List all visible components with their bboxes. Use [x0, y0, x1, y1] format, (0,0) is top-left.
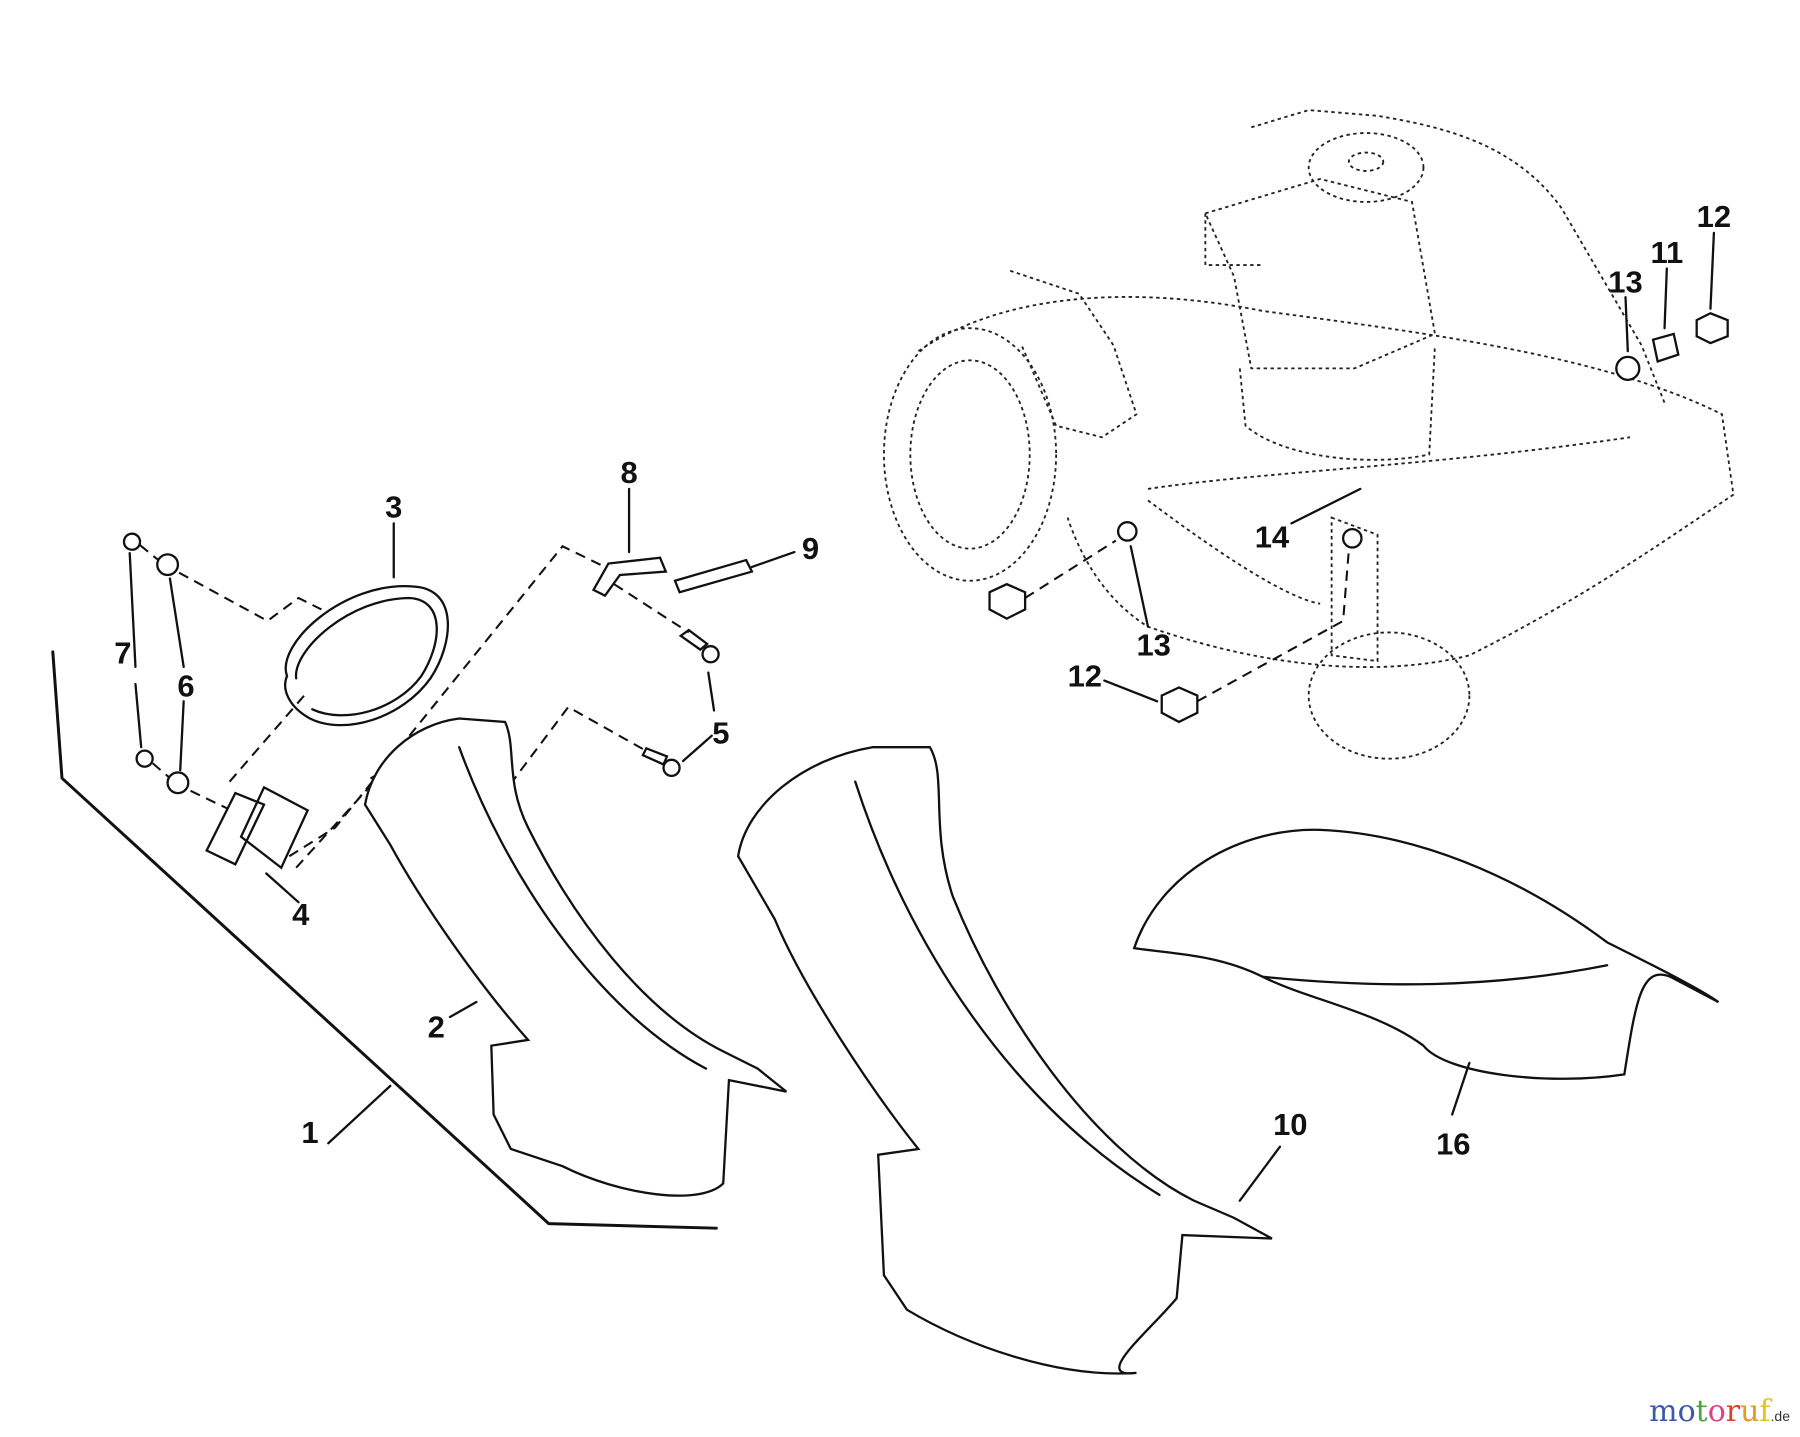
mower-outline	[883, 109, 1735, 760]
watermark-letter: f	[1759, 1394, 1771, 1429]
chute-2-inner	[458, 746, 708, 1070]
callout-12-upper: 12	[1697, 199, 1731, 234]
leader-13-upper	[1624, 296, 1629, 353]
callout-8: 8	[620, 455, 637, 490]
watermark-letter: o	[1677, 1394, 1696, 1429]
callout-11: 11	[1650, 235, 1683, 270]
leader-10	[1238, 1145, 1282, 1202]
callout-1: 1	[301, 1115, 318, 1150]
watermark-letter: u	[1740, 1394, 1760, 1429]
callout-13-lower: 13	[1136, 627, 1170, 662]
assembly-bracket-line	[51, 650, 718, 1230]
bolt-part-5-bottom	[641, 746, 669, 766]
nut-7-bottom	[135, 749, 154, 768]
leader-6	[168, 577, 185, 772]
nut-7-top	[122, 532, 142, 551]
hinge-part-4	[205, 785, 310, 870]
watermark-letter: m	[1649, 1394, 1678, 1429]
callout-3: 3	[385, 490, 402, 525]
leader-1	[327, 1084, 392, 1145]
callout-12-lower: 12	[1068, 658, 1102, 693]
nut-left	[988, 582, 1027, 620]
callout-9: 9	[802, 531, 819, 566]
washer-6-top	[156, 553, 180, 577]
watermark-letter: t	[1695, 1394, 1708, 1429]
nut-12-upper	[1695, 312, 1729, 345]
watermark-text: motoruf	[1649, 1394, 1770, 1429]
callout-13-upper: 13	[1608, 265, 1642, 300]
pin-part-9	[673, 558, 754, 594]
bolt-right	[1341, 527, 1363, 549]
leader-13-lower	[1129, 545, 1150, 628]
leader-9	[750, 550, 796, 569]
watermark-letter: r	[1725, 1394, 1741, 1429]
bolt-part-5-top	[678, 628, 709, 652]
chute-10-inner	[854, 780, 1161, 1197]
callout-2: 2	[428, 1010, 445, 1045]
callout-6: 6	[177, 669, 194, 704]
bolt-head-5-bottom	[662, 758, 681, 778]
watermark-suffix: .de	[1770, 1408, 1790, 1424]
leader-7	[128, 552, 143, 749]
assembly-line-hinge	[228, 545, 661, 869]
leader-5	[681, 671, 716, 763]
watermark-letter: o	[1707, 1394, 1726, 1429]
washer-13-upper	[1615, 355, 1641, 382]
nut-12-lower	[1160, 686, 1199, 724]
spacer-11	[1651, 332, 1680, 363]
leader-16	[1451, 1061, 1471, 1116]
assembly-line-nut-left	[1024, 539, 1117, 599]
deflector-fold	[1261, 964, 1609, 986]
callout-5: 5	[712, 716, 729, 751]
callout-4: 4	[292, 897, 310, 932]
deflector-part-16	[1132, 828, 1720, 1080]
callout-7: 7	[114, 635, 131, 670]
leader-14	[1290, 487, 1362, 525]
leader-2	[448, 1000, 478, 1019]
watermark-logo: motoruf.de	[1649, 1394, 1790, 1429]
ring-inner	[295, 596, 438, 717]
callout-16: 16	[1436, 1127, 1470, 1162]
callout-14: 14	[1255, 519, 1290, 554]
leader-11	[1663, 267, 1668, 330]
bolt-13-left	[1116, 521, 1138, 542]
assembly-line-bracket	[613, 583, 690, 634]
bolt-head-5-top	[701, 645, 720, 664]
assembly-line-nut-right	[1196, 549, 1350, 703]
leader-4	[265, 872, 300, 904]
leader-12-upper	[1709, 231, 1716, 310]
bracket-part-8	[591, 556, 668, 598]
assembly-line-washer-top	[139, 544, 322, 623]
washer-6-bottom	[166, 771, 190, 795]
callout-10: 10	[1273, 1107, 1307, 1142]
leader-12-lower	[1103, 679, 1159, 703]
